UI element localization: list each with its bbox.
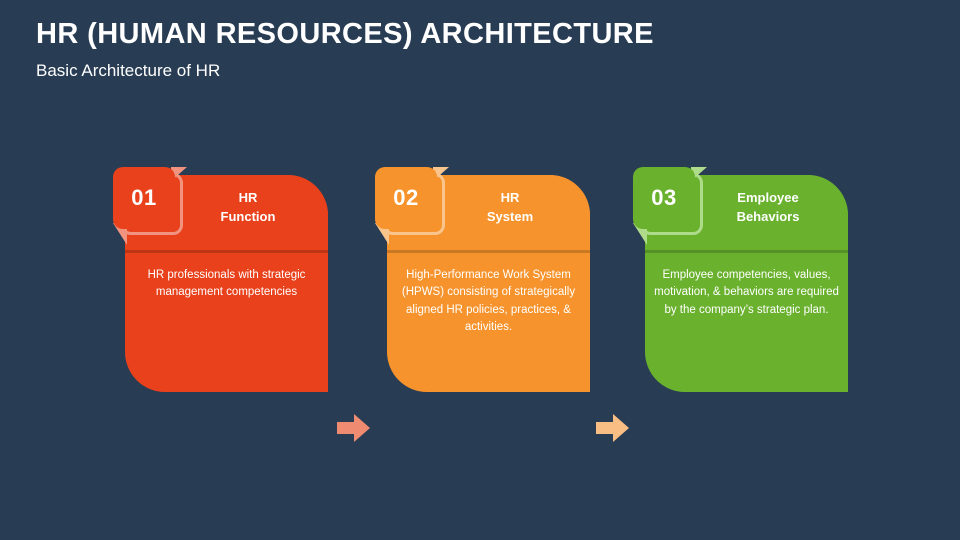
card-hr-system[interactable]: HR System High-Performance Work System (… [375,167,590,392]
header-divider [387,250,590,253]
card-title-line2: Behaviors [736,208,800,224]
card-title: HR Function [173,189,323,227]
card-title: Employee Behaviors [693,189,843,227]
card-number-badge: 02 [375,167,453,255]
card-description: Employee competencies, values, motivatio… [654,269,839,316]
arrow-shape-2 [596,414,629,442]
badge-number: 02 [393,185,419,210]
header-divider [125,250,328,253]
card-number-badge: 03 [633,167,711,255]
arrow-right-icon-1 [337,413,371,443]
arrow-shape-1 [337,414,370,442]
page-subtitle: Basic Architecture of HR [36,61,221,81]
card-description: HR professionals with strategic manageme… [147,269,306,299]
card-title-line1: HR [500,190,520,205]
card-description: High-Performance Work System (HPWS) cons… [401,269,576,333]
page-title: HR (HUMAN RESOURCES) ARCHITECTURE [36,18,654,50]
slide-header: HR (HUMAN RESOURCES) ARCHITECTURE Basic … [36,18,654,81]
card-title-line2: System [486,208,534,224]
card-hr-function[interactable]: HR Function HR professionals with strate… [113,167,328,392]
header-divider [645,250,848,253]
card-employee-behaviors[interactable]: Employee Behaviors Employee competencies… [633,167,848,392]
card-number-badge: 01 [113,167,191,255]
badge-number: 01 [131,185,157,210]
card-title: HR System [435,189,585,227]
badge-square: 03 [633,167,695,229]
card-title-line1: HR [238,190,258,205]
cards-row: HR Function HR professionals with strate… [0,155,960,442]
card-title-line1: Employee [737,190,799,205]
arrow-right-icon-2 [596,413,630,443]
card-title-line2: Function [220,208,276,224]
badge-square: 02 [375,167,437,229]
badge-square: 01 [113,167,175,229]
badge-number: 03 [651,185,677,210]
